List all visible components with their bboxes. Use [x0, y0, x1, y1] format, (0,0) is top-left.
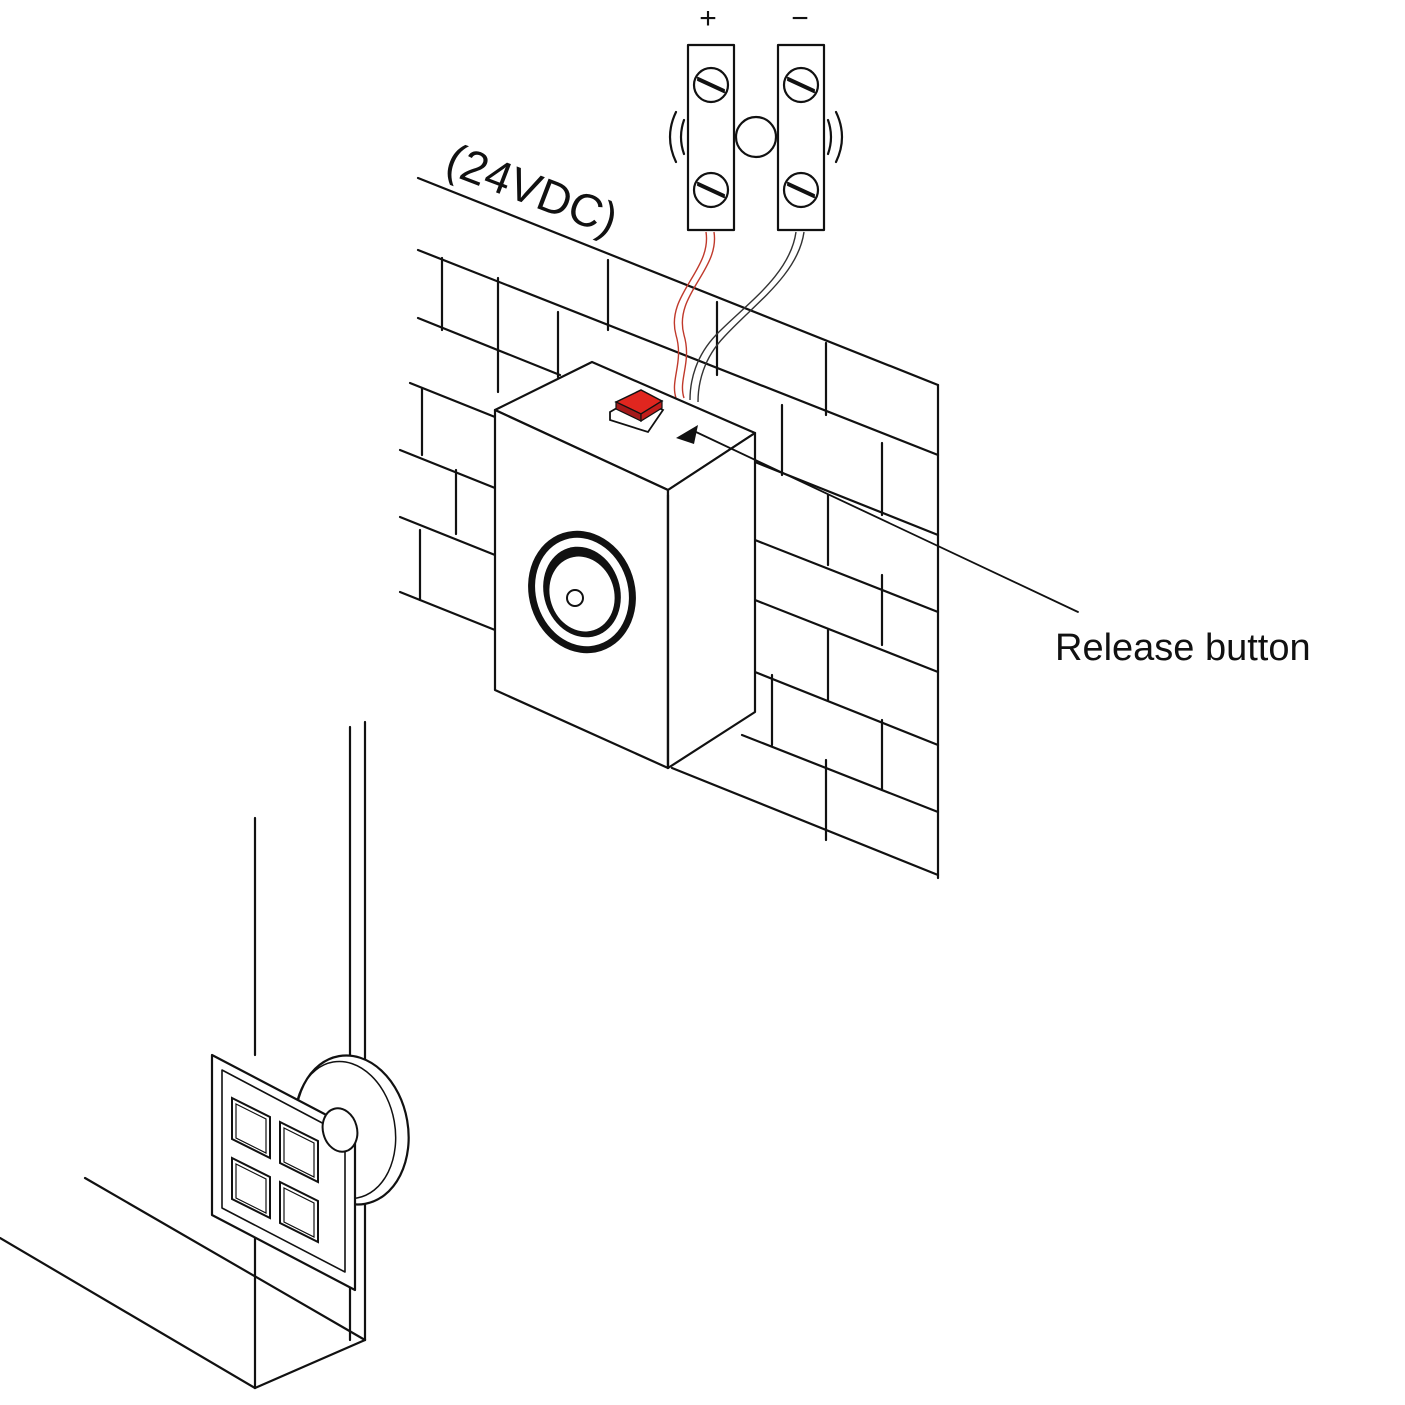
release-button[interactable]: [609, 389, 665, 434]
release-button-label: Release button: [1055, 627, 1311, 669]
black-wire: [689, 231, 797, 401]
positive-terminal-strip: [686, 43, 736, 232]
side-face: [666, 431, 757, 770]
left-bracket-icon: [668, 110, 678, 164]
red-wire: [673, 231, 708, 399]
wires: [673, 231, 805, 403]
leader-line: [695, 431, 1079, 613]
plus-label: +: [699, 2, 717, 35]
right-bracket-icon: [834, 110, 844, 164]
stud-icon: [321, 1107, 359, 1153]
door-holder-unit: [493, 360, 1079, 770]
negative-terminal-strip: [776, 43, 826, 232]
minus-label: −: [791, 2, 809, 35]
magnet-icon: [528, 530, 636, 654]
screw-icon: [692, 171, 730, 209]
screw-icon: [782, 171, 820, 209]
mounting-hole-icon: [734, 115, 778, 159]
screw-icon: [692, 66, 730, 104]
terminal-block: + −: [668, 2, 844, 232]
arrow-icon: [676, 425, 698, 444]
door: [0, 720, 367, 1390]
voltage-label: (24VDC): [439, 133, 625, 246]
screw-icon: [782, 66, 820, 104]
armature-plate: [210, 1053, 410, 1292]
